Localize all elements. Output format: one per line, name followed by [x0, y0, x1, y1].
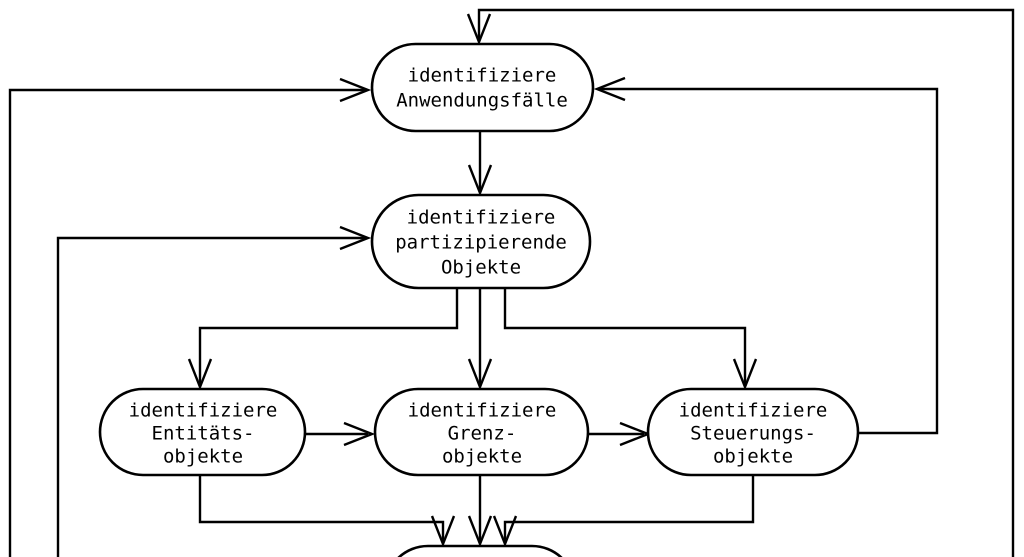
node-entitaetsobjekte-line3: objekte	[163, 446, 243, 468]
edge-grenz-to-bottom	[467, 475, 493, 548]
edge-entitaets-to-bottom	[198, 475, 456, 548]
node-entitaetsobjekte-shape	[98, 387, 307, 477]
edge-feedback-steuerungs-to-anwendungsfaelle-right	[593, 76, 939, 435]
node-entitaetsobjekte-line1: identifiziere	[129, 400, 278, 422]
node-partizipierende-objekte-line1: identifiziere	[407, 207, 556, 229]
node-grenzobjekte-shape	[373, 387, 590, 477]
edge-partizipierende-to-steuerungs	[503, 288, 758, 391]
edge-partizipierende-to-grenz	[467, 288, 493, 391]
node-steuerungsobjekte-line1: identifiziere	[679, 400, 828, 422]
node-steuerungsobjekte-line2: Steuerungs-	[690, 423, 816, 445]
edge-anwendungsfaelle-to-partizipierende	[467, 131, 493, 197]
node-anwendungsfaelle-shape	[370, 42, 595, 133]
edge-feedback-outer-right-to-anwendungsfaelle-top	[466, 8, 1015, 557]
edge-feedback-inner-left-to-partizipierende-left	[56, 225, 372, 557]
node-partizipierende-objekte-line2: partizipierende	[395, 232, 567, 254]
node-partizipierende-objekte-line3: Objekte	[441, 257, 521, 279]
node-anwendungsfaelle[interactable]: identifiziere Anwendungsfälle	[370, 42, 595, 133]
edge-grenz-to-steuerungs	[588, 421, 652, 447]
node-grenzobjekte-line3: objekte	[442, 446, 522, 468]
edge-partizipierende-to-entitaets	[187, 288, 459, 391]
edge-steuerungs-to-bottom	[492, 475, 755, 548]
node-steuerungsobjekte[interactable]: identifiziere Steuerungs- objekte	[646, 387, 860, 477]
node-bottom-node-clipped[interactable]	[385, 544, 575, 557]
node-anwendungsfaelle-line1: identifiziere	[408, 65, 557, 87]
node-partizipierende-objekte-shape	[370, 193, 592, 290]
edge-entitaets-to-grenz	[305, 421, 376, 447]
node-steuerungsobjekte-line3: objekte	[713, 446, 793, 468]
node-bottom-node-clipped-shape	[397, 544, 563, 557]
node-entitaetsobjekte-line2: Entitäts-	[152, 423, 255, 445]
node-steuerungsobjekte-shape	[646, 387, 860, 477]
node-grenzobjekte-line2: Grenz-	[448, 423, 517, 445]
node-anwendungsfaelle-line2: Anwendungsfälle	[396, 90, 568, 112]
node-entitaetsobjekte[interactable]: identifiziere Entitäts- objekte	[98, 387, 307, 477]
edge-feedback-outer-left-to-anwendungsfaelle-left	[8, 77, 372, 557]
node-partizipierende-objekte[interactable]: identifiziere partizipierende Objekte	[370, 193, 592, 290]
node-grenzobjekte[interactable]: identifiziere Grenz- objekte	[373, 387, 590, 477]
node-grenzobjekte-line1: identifiziere	[408, 400, 557, 422]
